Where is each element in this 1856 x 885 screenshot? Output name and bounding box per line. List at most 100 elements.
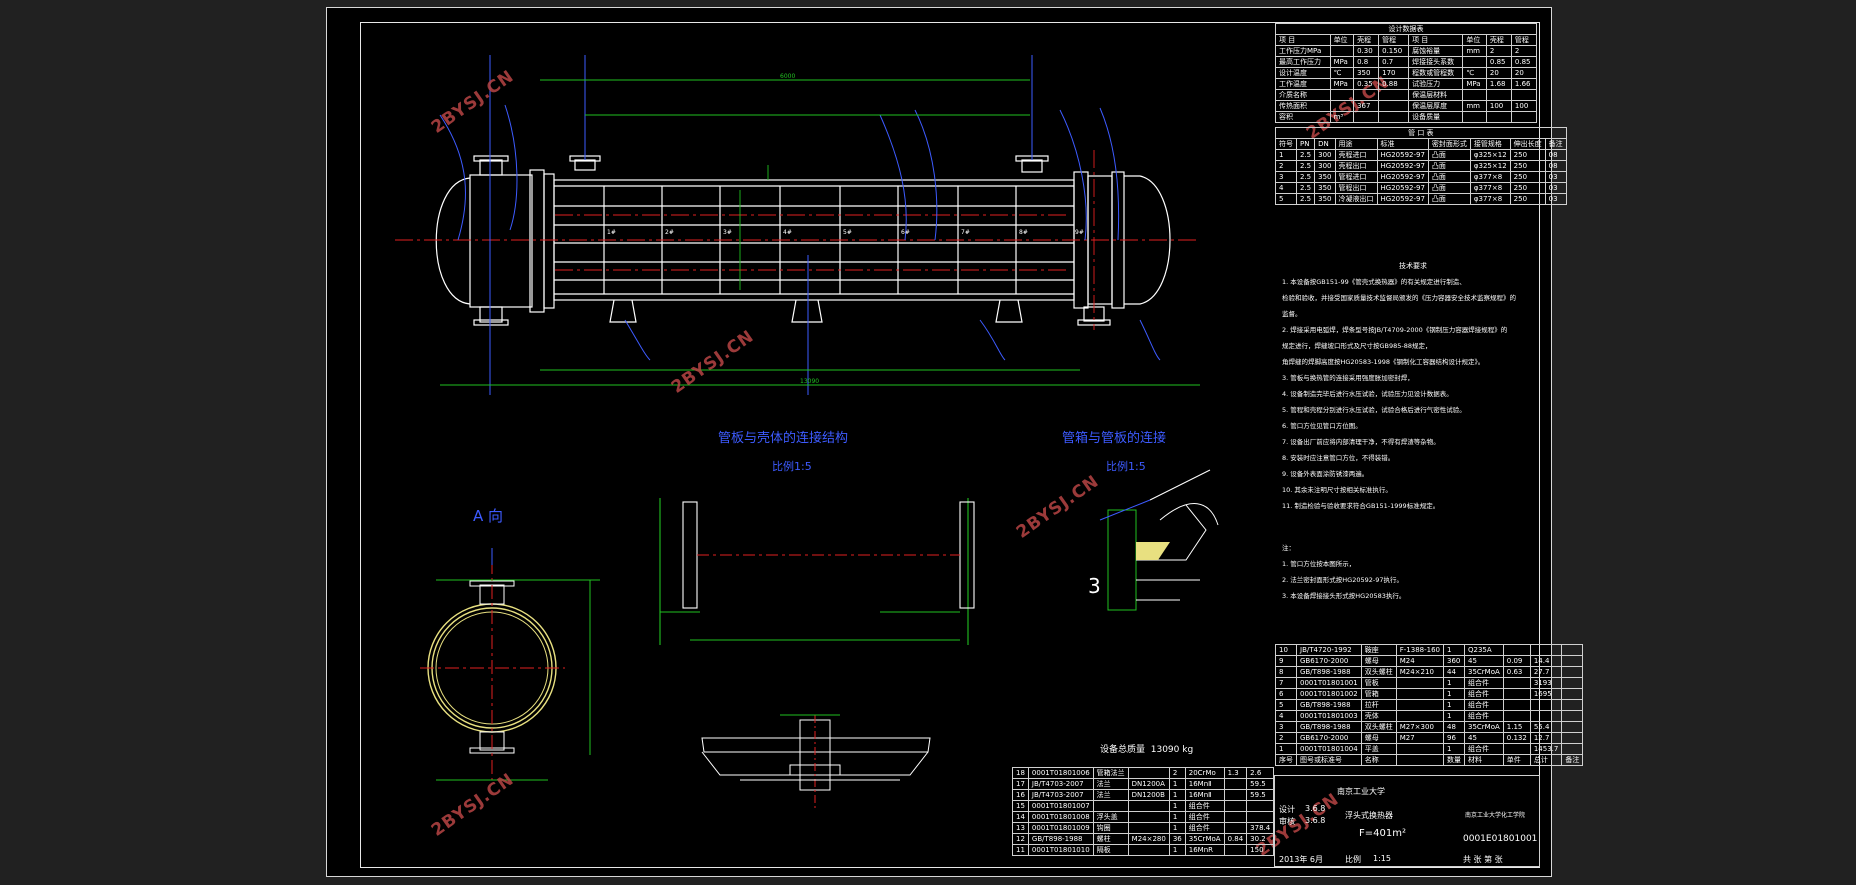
baffle-labels: 1#2#3#4#5#6#7#8#9# — [607, 229, 1084, 236]
nozzle-table-cell: 冷凝液出口 — [1334, 193, 1378, 205]
design-date-2: 3.6.8 — [1305, 816, 1326, 825]
baffle-label: 4# — [783, 229, 792, 236]
parts-lower-cell: 1 — [1168, 822, 1186, 834]
company-name: 南京工业大学化工学院 — [1465, 812, 1526, 819]
parts-upper-cell: M27×300 — [1395, 721, 1445, 733]
design-table-header-cell: 壳程 — [1485, 34, 1512, 46]
design-table-cell: m³ — [1329, 111, 1355, 123]
parts-upper-footer-cell: 总计 — [1529, 754, 1563, 766]
nozzle-table-cell: 壳程出口 — [1334, 160, 1378, 172]
parts-lower-cell — [1127, 811, 1170, 823]
parts-upper-cell: 0.63 — [1502, 666, 1531, 678]
design-table-cell: 试验压力 — [1408, 78, 1464, 90]
parts-upper-cell: 1 — [1443, 699, 1465, 711]
parts-upper-cell — [1502, 688, 1531, 700]
parts-upper-cell: M24×210 — [1395, 666, 1445, 678]
design-table-row: 介质名称保温层材料 — [1275, 89, 1538, 101]
nozzle-table-cell: 3 — [1275, 171, 1297, 183]
parts-upper-cell: 螺母 — [1360, 732, 1397, 744]
parts-upper-cell — [1561, 710, 1584, 722]
design-table-cell: 0.150 — [1378, 45, 1410, 57]
parts-upper-footer-cell: 图号或标准号 — [1296, 754, 1362, 766]
parts-upper-cell: 0.132 — [1502, 732, 1531, 744]
design-table-cell: ℃ — [1329, 67, 1355, 79]
design-table-header-cell: 管程 — [1510, 34, 1538, 46]
parts-upper-footer-cell: 序号 — [1275, 754, 1297, 766]
parts-lower-cell: 13 — [1012, 822, 1029, 834]
parts-lower-cell: 0001T01801008 — [1027, 811, 1094, 823]
checker-label: 审核 — [1279, 817, 1295, 826]
parts-lower-cell: 16MnR — [1184, 844, 1225, 856]
design-table-cell: 设备质量 — [1408, 111, 1464, 123]
design-date-1: 3.6.8 — [1305, 804, 1326, 813]
note-line: 1. 本设备按GB151-99《管壳式换热器》的有关规定进行制造、 — [1282, 278, 1466, 286]
note-line: 5. 管程和壳程分别进行水压试验，试验合格后进行气密性试验。 — [1282, 406, 1466, 414]
parts-lower-cell: 35CrMoA — [1184, 833, 1225, 845]
nozzle-table-cell: 08 — [1544, 149, 1567, 161]
left-channel-head — [435, 177, 471, 305]
parts-lower-cell: 2.6 — [1246, 767, 1275, 779]
parts-upper-cell: 壳体 — [1360, 710, 1397, 722]
parts-lower-cell: JB/T4703-2007 — [1027, 778, 1094, 790]
parts-upper-cell: Q235A — [1464, 644, 1504, 656]
parts-lower-cell — [1246, 811, 1275, 823]
parts-upper-cell: 1453.7 — [1529, 743, 1563, 755]
tie-rod-detail — [659, 498, 975, 645]
design-table-cell — [1329, 89, 1355, 101]
parts-lower-cell: 法兰 — [1092, 778, 1129, 790]
note-line: 3. 管板与换热管的连接采用强度胀加密封焊， — [1282, 374, 1414, 382]
design-table-cell: 100 — [1485, 100, 1512, 112]
nozzle-table-cell: 03 — [1544, 193, 1567, 205]
section-scale-right: 比例1:5 — [1106, 460, 1146, 473]
design-table-cell: 保温层厚度 — [1408, 100, 1464, 112]
leader-lines — [439, 55, 1161, 395]
parts-lower-cell: 0001T01801009 — [1027, 822, 1094, 834]
baffle-label: 7# — [961, 229, 970, 236]
drawing-frame — [360, 22, 1540, 868]
parts-upper-cell — [1395, 743, 1445, 755]
parts-lower-cell: 2 — [1168, 767, 1186, 779]
parts-lower-cell: 30.2 — [1246, 833, 1275, 845]
parts-upper-cell: M24 — [1395, 655, 1445, 667]
baffle-label: 5# — [843, 229, 852, 236]
parts-upper-cell — [1395, 699, 1445, 711]
parts-lower-cell: 1.3 — [1223, 767, 1248, 779]
parts-lower-cell: 1 — [1168, 800, 1186, 812]
parts-lower-cell — [1223, 778, 1248, 790]
nozzle-table-cell: HG20592-97 — [1376, 193, 1429, 205]
design-table-cell: 焊接接头系数 — [1408, 56, 1464, 68]
parts-upper-cell: 组合件 — [1464, 710, 1504, 722]
parts-lower-cell: 1 — [1168, 789, 1186, 801]
parts-lower-cell: 16MnⅡ — [1184, 789, 1225, 801]
note-line: 10. 其余未注明尺寸按相关标准执行。 — [1282, 486, 1392, 494]
nozzle-table-cell: φ325×12 — [1469, 160, 1511, 172]
nozzle-table-cell: 凸面 — [1427, 149, 1471, 161]
right-floating-head — [1124, 175, 1171, 305]
parts-upper-cell: 35CrMoA — [1464, 721, 1504, 733]
design-table-cell: 1.68 — [1485, 78, 1512, 90]
flange-section — [701, 714, 931, 810]
parts-lower-cell: 隔板 — [1092, 844, 1129, 856]
parts-lower-cell: 59.5 — [1246, 789, 1275, 801]
parts-upper-cell: 55.4 — [1529, 721, 1563, 733]
parts-upper-cell: 0001T01801004 — [1296, 743, 1362, 755]
parts-upper-cell — [1561, 666, 1584, 678]
parts-upper-cell: 45 — [1464, 732, 1504, 744]
design-table-cell: 20 — [1510, 67, 1538, 79]
note-line: 11. 制造检验与验收要求符合GB151-1999标准规定。 — [1282, 502, 1440, 510]
notes-title: 技术要求 — [1399, 262, 1427, 270]
nozzle-table-cell: 2.5 — [1295, 171, 1316, 183]
note2-line: 注： — [1282, 544, 1295, 552]
parts-lower-cell: 14 — [1012, 811, 1029, 823]
parts-lower-cell — [1223, 822, 1248, 834]
parts-lower-cell: 11 — [1012, 844, 1029, 856]
